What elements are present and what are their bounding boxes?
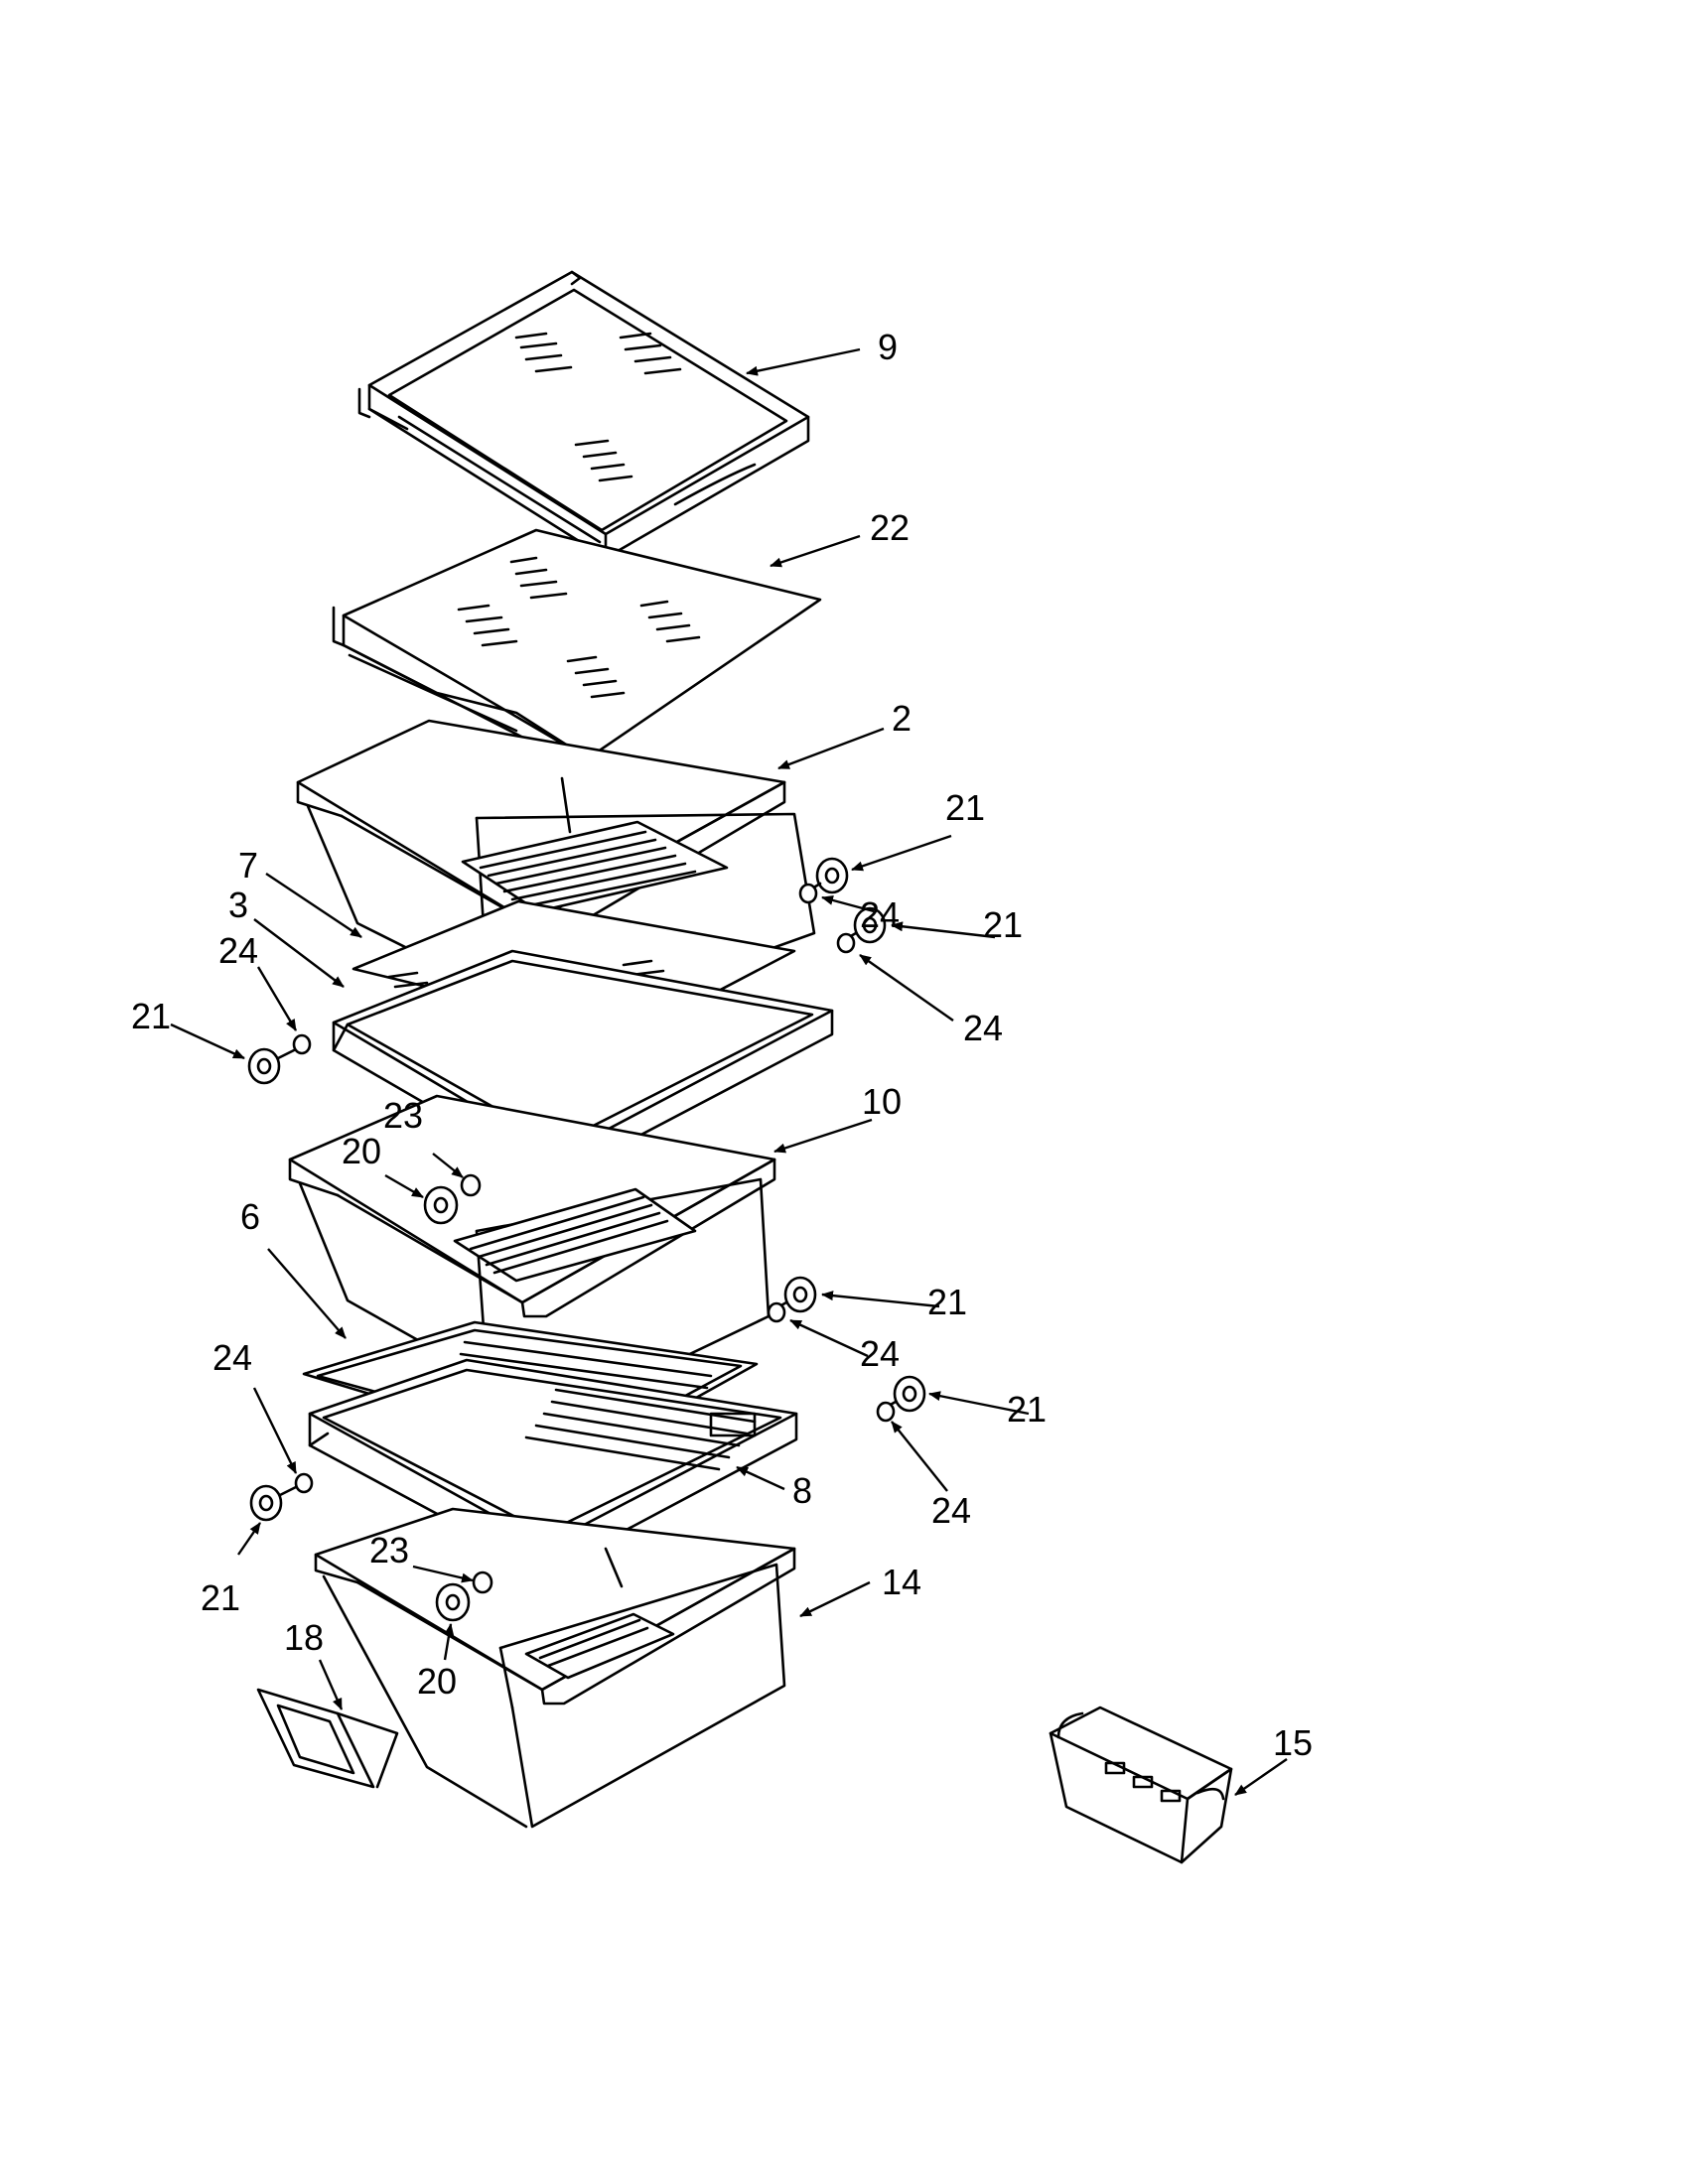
screw-24-middle-right-1[interactable]	[767, 1301, 786, 1323]
callout-24: 24	[931, 1490, 971, 1531]
callout-15: 15	[1273, 1722, 1313, 1763]
part-18-label-holder[interactable]	[256, 1688, 399, 1789]
part-14-pan-drawer[interactable]	[314, 1507, 796, 1829]
callout-3: 3	[228, 885, 248, 925]
roller-21-upper-left[interactable]	[247, 1046, 300, 1085]
roller-21-upper-right-1[interactable]	[802, 857, 849, 895]
callout-18: 18	[284, 1617, 324, 1658]
callout-7: 7	[238, 845, 258, 886]
callout-24: 24	[963, 1008, 1003, 1048]
callout-20: 20	[342, 1131, 381, 1171]
callout-2: 2	[892, 698, 912, 739]
callout-21: 21	[131, 996, 171, 1036]
leader-lines	[170, 347, 1288, 1796]
callout-24: 24	[860, 894, 900, 935]
callout-21: 21	[983, 904, 1023, 945]
callout-14: 14	[882, 1562, 921, 1602]
part-9-shelf-frame[interactable]	[357, 270, 810, 560]
callout-23: 23	[383, 1095, 423, 1136]
callout-20: 20	[417, 1661, 457, 1702]
callout-8: 8	[792, 1470, 812, 1511]
callout-21: 21	[201, 1577, 240, 1618]
screw-24-upper-right-1[interactable]	[798, 883, 818, 904]
screw-24-middle-right-2[interactable]	[876, 1401, 896, 1423]
part-22-glass-shelf[interactable]	[332, 528, 822, 760]
roller-21-upper-right-2[interactable]	[840, 906, 887, 944]
roller-20-upper[interactable]	[423, 1185, 459, 1225]
screw-23-lower[interactable]	[472, 1570, 493, 1594]
callout-21: 21	[927, 1282, 967, 1322]
callout-23: 23	[369, 1530, 409, 1570]
callout-24: 24	[218, 930, 258, 971]
screw-24-lower-left[interactable]	[294, 1472, 314, 1494]
callout-22: 22	[870, 507, 910, 548]
roller-21-lower-left[interactable]	[249, 1483, 302, 1522]
screw-23-upper[interactable]	[460, 1173, 482, 1197]
callout-21: 21	[945, 787, 985, 828]
part-15-bin[interactable]	[1049, 1706, 1233, 1864]
callout-9: 9	[878, 327, 898, 367]
screw-24-upper-left[interactable]	[292, 1033, 312, 1055]
callout-24: 24	[860, 1333, 900, 1374]
callout-24: 24	[212, 1337, 252, 1378]
screw-24-upper-right-2[interactable]	[836, 932, 856, 954]
callout-10: 10	[862, 1081, 902, 1122]
part-10-crisper-drawer[interactable]	[288, 1094, 776, 1432]
roller-20-lower[interactable]	[435, 1582, 471, 1622]
callout-21: 21	[1007, 1389, 1047, 1430]
callout-6: 6	[240, 1196, 260, 1237]
